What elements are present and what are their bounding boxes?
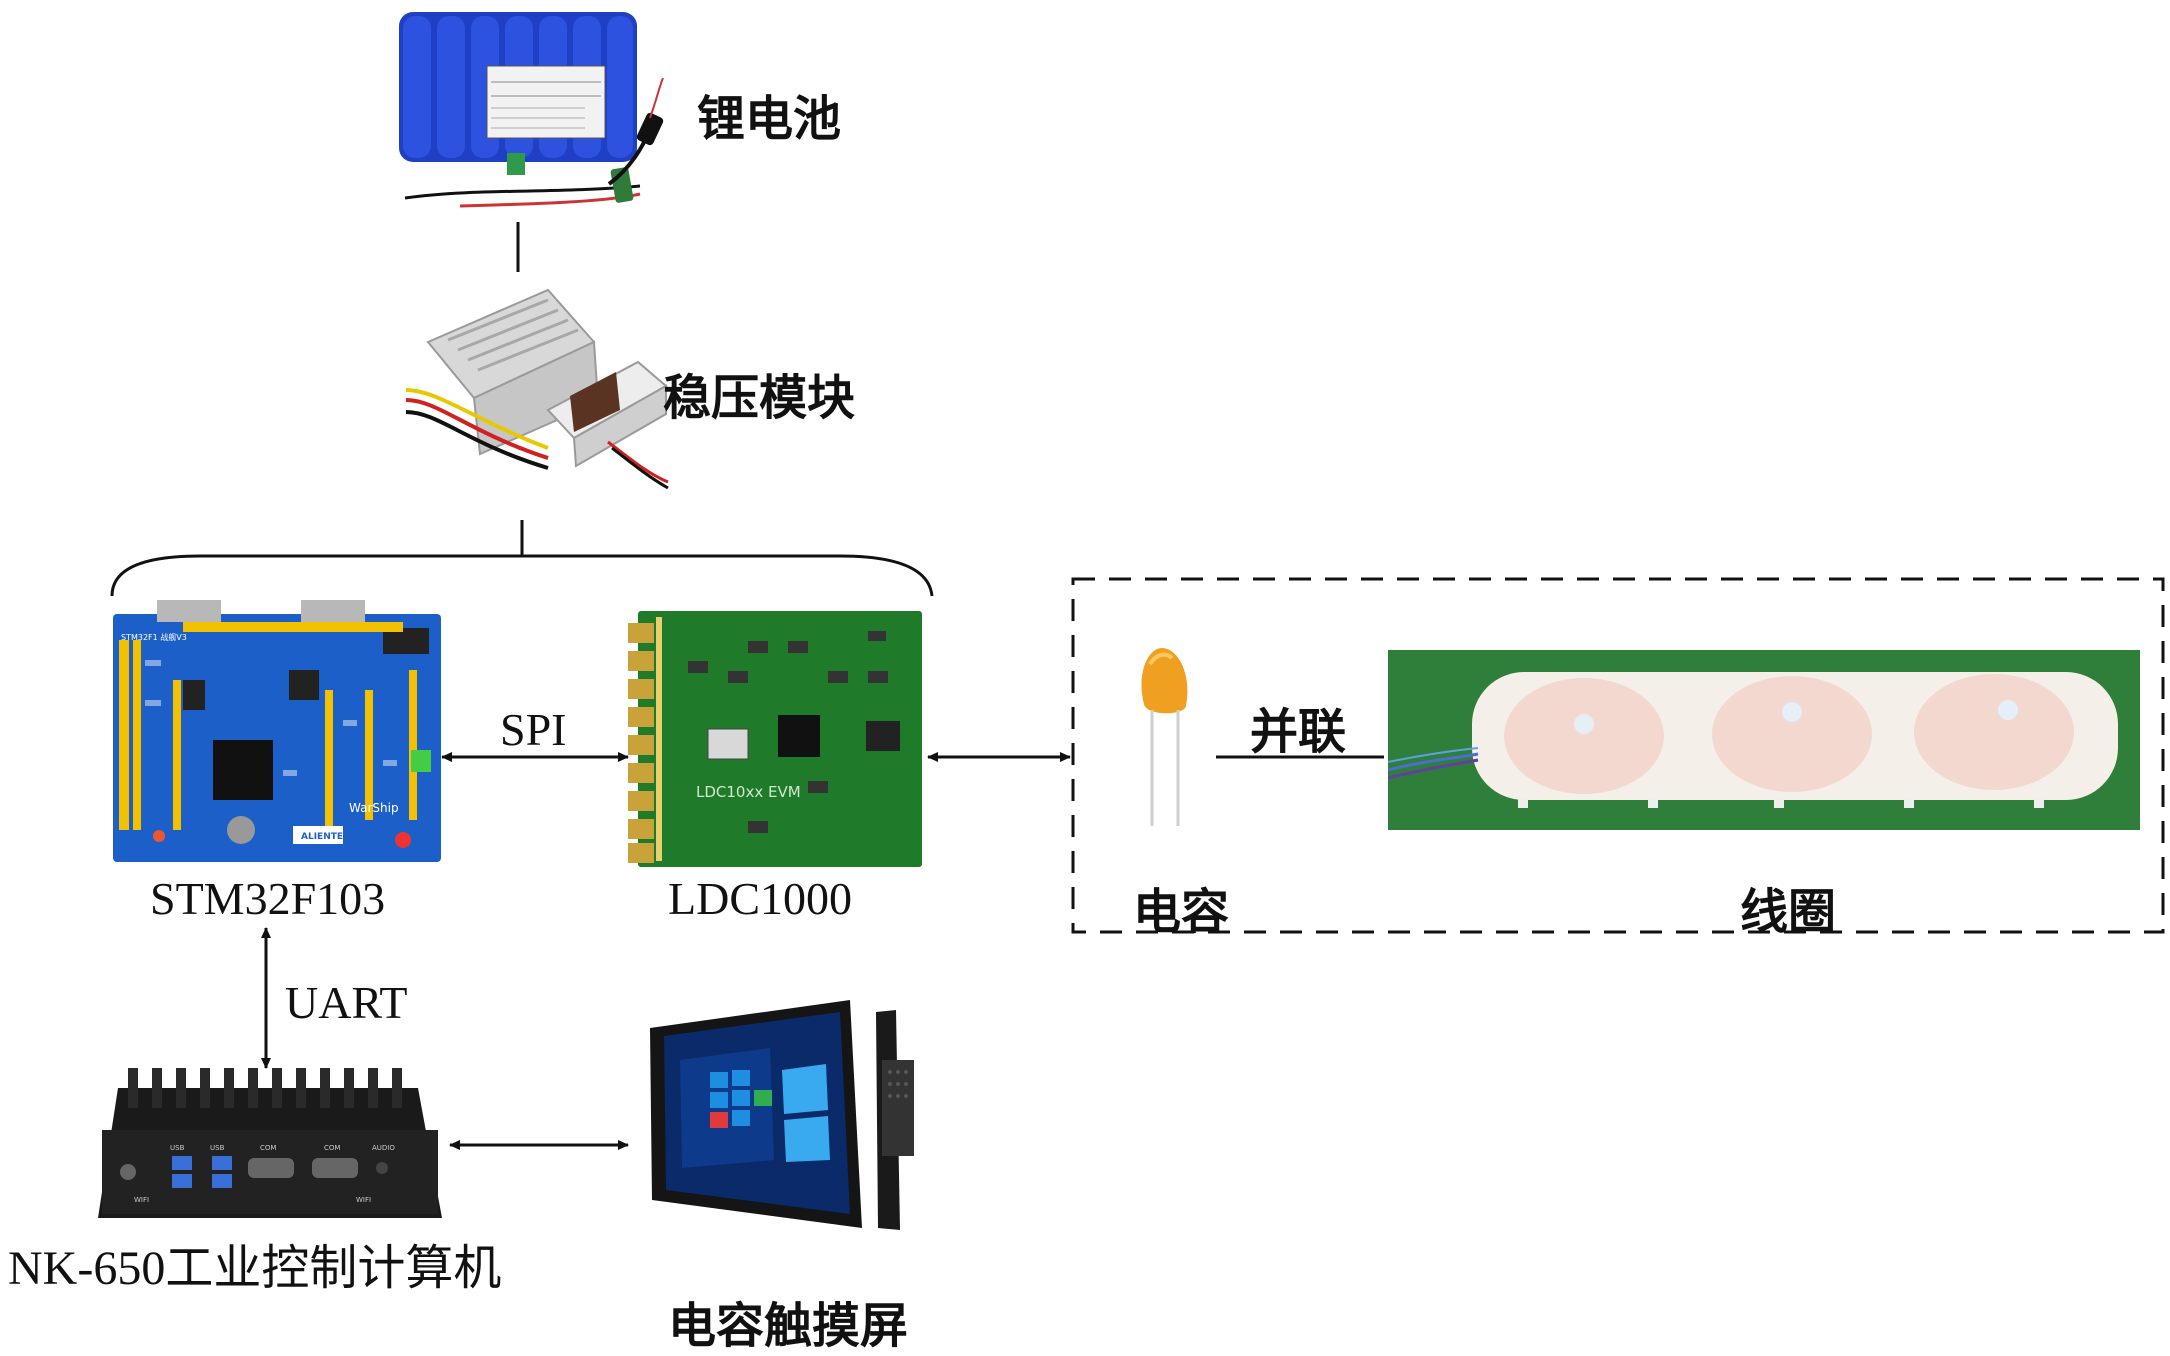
- pc-port-label-usb1: USB: [170, 1144, 185, 1152]
- computer-label: NK-650工业控制计算机: [8, 1228, 501, 1298]
- ldc-board-text: LDC10xx EVM: [696, 783, 801, 801]
- sensor-dashed-box: [1071, 577, 2165, 934]
- regulator-label: 稳压模块: [663, 370, 856, 426]
- capacitor-label: 电容: [1133, 884, 1230, 940]
- pc-port-label-audio: AUDIO: [372, 1144, 395, 1152]
- pc-port-label-com1: COM: [260, 1144, 276, 1152]
- coil-image: [1387, 650, 2140, 830]
- stm32-label: STM32F103: [150, 873, 386, 924]
- parallel-label: 并联: [1250, 704, 1347, 760]
- regulator-image: [398, 282, 670, 490]
- pc-wifi-label-right: WIFI: [356, 1196, 371, 1204]
- stm32-brand-text: ALIENTEK: [301, 832, 351, 842]
- ldc1000-board-image: LDC10xx EVM: [628, 611, 926, 867]
- pc-port-label-com2: COM: [324, 1144, 340, 1152]
- capacitor-image: [1126, 644, 1206, 830]
- battery-image: [395, 8, 675, 218]
- stm32-silkscreen: STM32F1 战舰V3: [121, 632, 187, 642]
- industrial-pc-image: USB USB COM COM AUDIO WIFI WIFI: [98, 1068, 442, 1218]
- computer-label-text: NK-650工业控制计算机: [8, 1242, 502, 1295]
- ldc1000-label: LDC1000: [668, 873, 852, 924]
- stm32-board-image: ALIENTEK WarShip STM32F1 战舰V3: [113, 600, 441, 862]
- pc-port-label-usb2: USB: [210, 1144, 225, 1152]
- stm32-board-name: WarShip: [349, 801, 399, 815]
- battery-label: 锂电池: [697, 91, 842, 147]
- pc-wifi-label-left: WIFI: [134, 1196, 149, 1204]
- spi-label: SPI: [500, 704, 567, 755]
- uart-label: UART: [285, 977, 408, 1028]
- touchscreen-image: [650, 1000, 940, 1230]
- touchscreen-label: 电容触摸屏: [668, 1298, 909, 1354]
- coil-label: 线圈: [1740, 884, 1837, 940]
- power-bracket: [110, 554, 934, 597]
